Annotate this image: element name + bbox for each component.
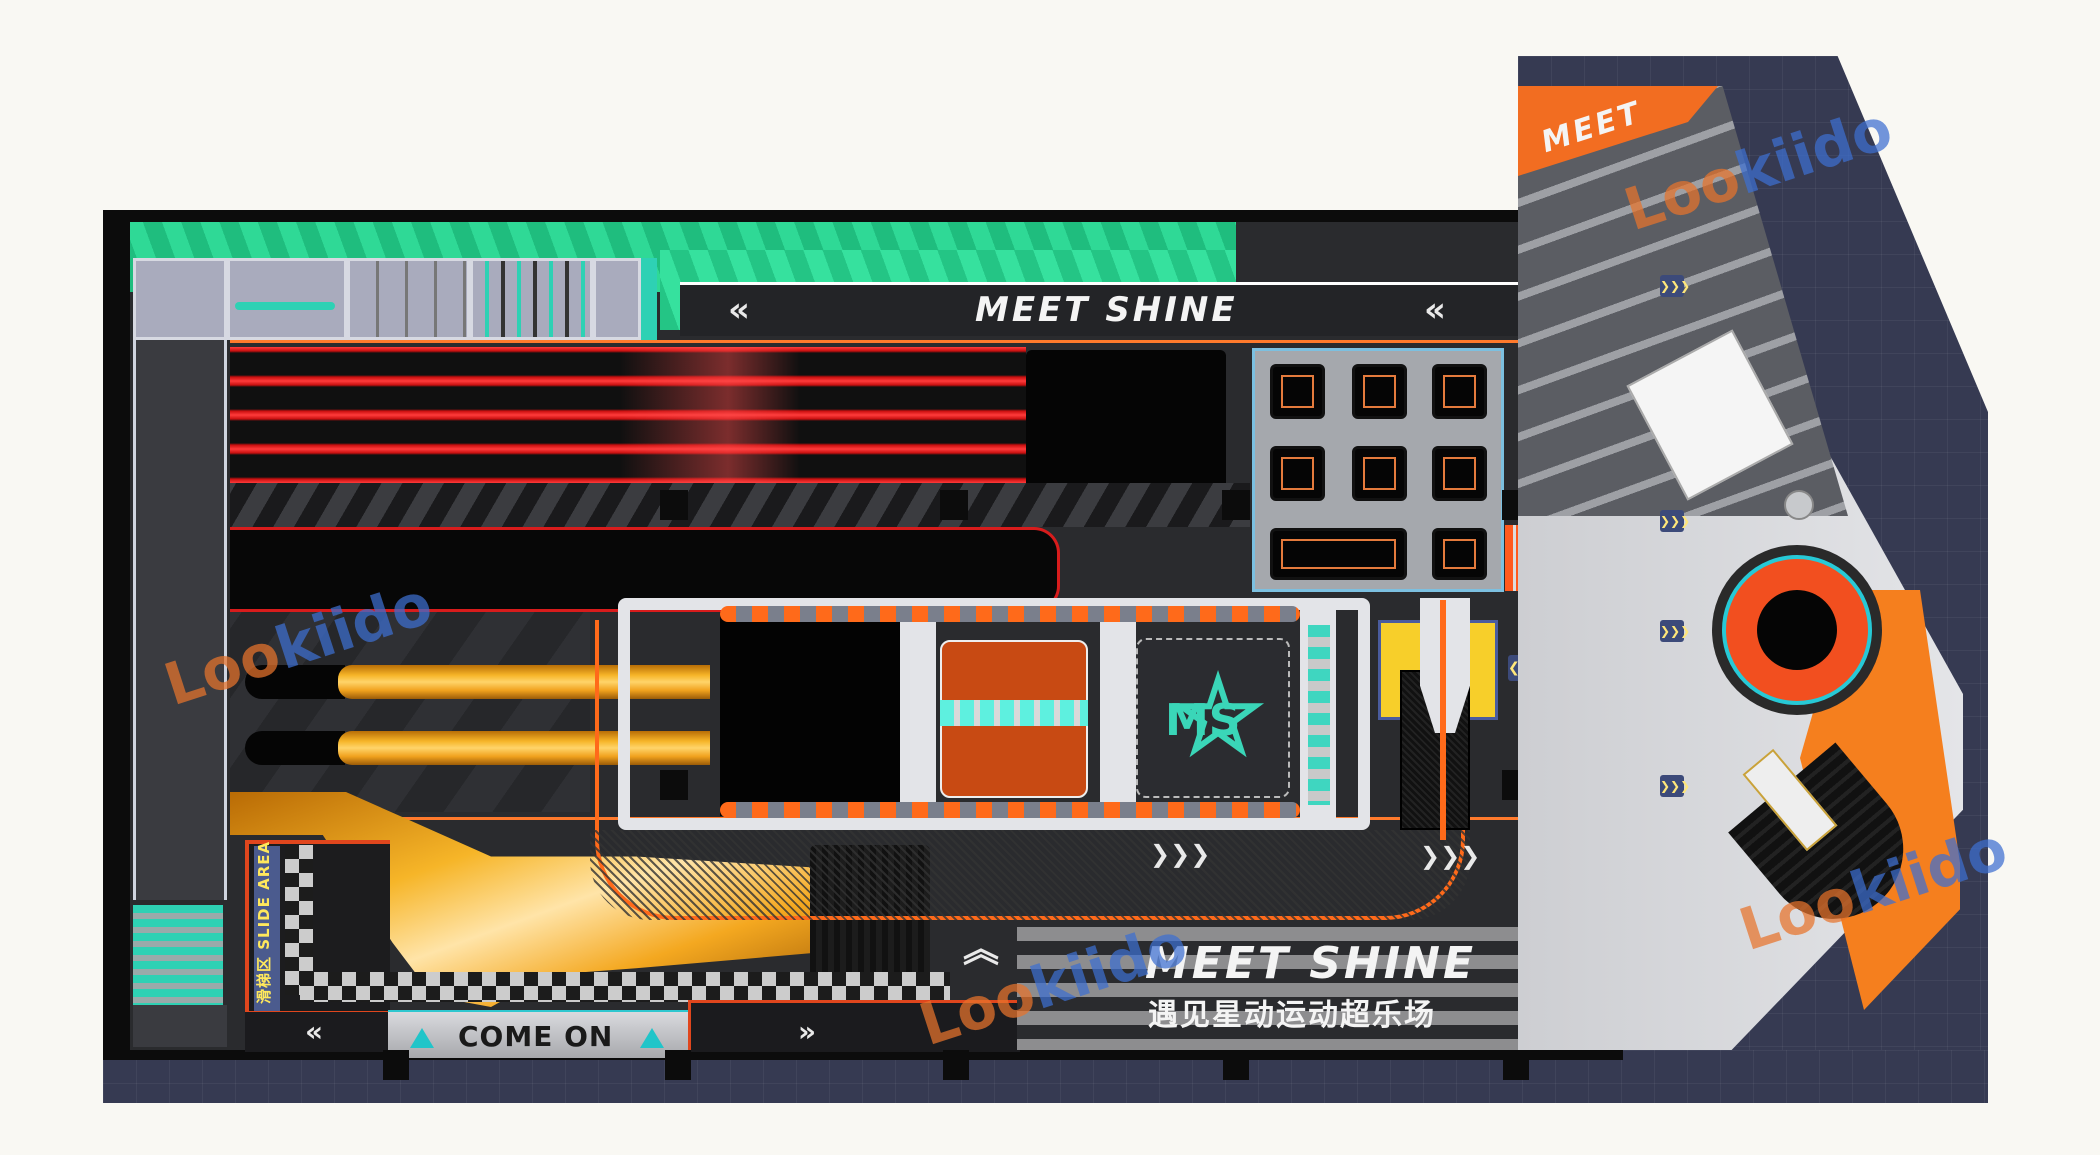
obstacle-row-bottom xyxy=(720,802,1300,818)
orange-rope xyxy=(1440,600,1446,840)
trampoline-cell xyxy=(1432,528,1487,580)
post xyxy=(940,490,968,520)
trampoline-cell xyxy=(1352,364,1407,419)
chevron-right-icon: ❯❯❯ xyxy=(1420,842,1481,870)
top-banner xyxy=(680,282,1625,336)
dark-block-top xyxy=(1026,350,1226,490)
teal-post xyxy=(641,258,657,340)
chevron-right-icon: ❯❯❯ xyxy=(1150,840,1211,868)
logo-pad xyxy=(1136,638,1290,798)
left-walkway xyxy=(133,340,227,900)
equipment-panel-3 xyxy=(347,258,470,340)
chevron-left-icon: « xyxy=(1424,290,1446,330)
trampoline-cell xyxy=(1432,364,1487,419)
chevron-right-icon: » xyxy=(798,1015,817,1048)
post xyxy=(660,490,688,520)
trampoline-cell xyxy=(1432,446,1487,501)
slide-tube-dark-1 xyxy=(245,665,345,699)
top-banner-title: MEET SHINE xyxy=(975,290,1238,330)
bottom-banner-title: MEET SHINE xyxy=(1145,938,1476,989)
teal-steps xyxy=(1308,625,1330,805)
post xyxy=(1503,1050,1529,1080)
bottom-banner-subtitle: 遇见星动运动超乐场 xyxy=(1148,998,1436,1033)
obstacle-row-top xyxy=(720,606,1300,622)
ninja-pit-black xyxy=(720,612,900,816)
ninja-teal-bars xyxy=(940,700,1088,726)
race-lane-long xyxy=(230,527,1060,612)
chevron-right-badge: ❯❯❯ xyxy=(1660,775,1690,797)
teal-stair xyxy=(133,905,223,1005)
equipment-panel-2 xyxy=(227,258,347,340)
post xyxy=(383,1050,409,1080)
diagonal-floor xyxy=(230,612,590,812)
equipment-panel-5 xyxy=(593,258,641,340)
star-icon: ★ xyxy=(1172,660,1264,772)
chevron-right-badge: ❯❯❯ xyxy=(1660,510,1690,532)
chevron-left-icon: « xyxy=(305,1015,324,1048)
post xyxy=(1223,1050,1249,1080)
trampoline-cell-wide xyxy=(1270,528,1407,580)
entrance-pad xyxy=(388,1012,688,1058)
ninja-divider-2 xyxy=(1100,598,1136,830)
logo-text: MS xyxy=(1165,695,1241,746)
race-lane-1 xyxy=(230,347,1026,381)
triangle-up-icon xyxy=(640,1028,664,1048)
chevron-up-icon: ︽ xyxy=(963,929,1000,970)
slide-area-label-box xyxy=(254,846,280,1011)
checker-column xyxy=(285,845,313,995)
slide-tube-dark-2 xyxy=(245,731,345,765)
triangle-up-icon xyxy=(410,1028,434,1048)
slide-area-label: 滑梯区 SLIDE AREA xyxy=(255,840,273,1004)
trampoline-cell xyxy=(1352,446,1407,501)
spinner-center xyxy=(1757,590,1837,670)
checker-strip xyxy=(300,972,950,1002)
teal-bar xyxy=(235,302,335,310)
post xyxy=(1222,490,1250,520)
race-lane-2 xyxy=(230,381,1026,415)
race-lane-4 xyxy=(230,449,1026,483)
post xyxy=(943,1050,969,1080)
slide-lane-2 xyxy=(338,731,710,765)
equipment-panel-4 xyxy=(470,258,593,340)
entrance-label: COME ON xyxy=(458,1020,614,1053)
chevron-left-icon: « xyxy=(728,290,750,330)
trampoline-cell xyxy=(1270,446,1325,501)
chevron-right-badge: ❯❯❯ xyxy=(1660,275,1690,297)
lane-glow xyxy=(620,347,800,483)
ninja-divider-1 xyxy=(900,598,936,830)
post xyxy=(665,1050,691,1080)
track-mesh xyxy=(590,830,1470,920)
trampoline-cell xyxy=(1270,364,1325,419)
chevron-right-badge: ❯❯❯ xyxy=(1660,620,1690,642)
bottom-mid-lane xyxy=(688,1000,1020,1052)
post xyxy=(660,770,688,800)
diagonal-stripe-band xyxy=(230,483,1250,527)
left-corridor-bottom xyxy=(133,1005,227,1047)
bottom-left-lane xyxy=(245,1012,388,1052)
equipment-panel-1 xyxy=(133,258,227,340)
race-lane-3 xyxy=(230,415,1026,449)
round-disc xyxy=(1784,490,1814,520)
